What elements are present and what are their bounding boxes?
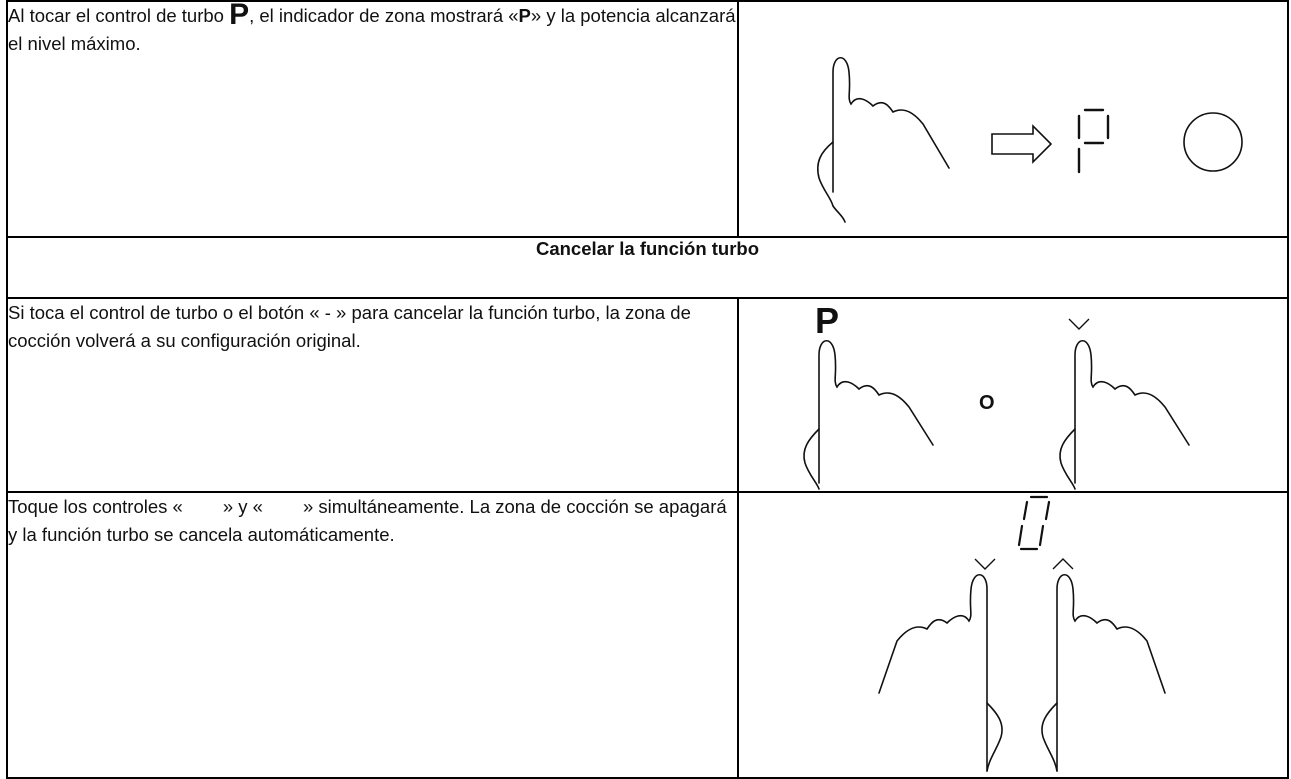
chevron-down-icon bbox=[1068, 318, 1090, 330]
turbo-cancel-figure: P O bbox=[737, 297, 1289, 493]
turbo-off-text: Toque los controles «» y «» simultáneame… bbox=[6, 491, 739, 779]
finger-icon bbox=[803, 339, 934, 490]
turbo-cancel-text: Si toca el control de turbo o el botón «… bbox=[6, 297, 739, 493]
finger-icon bbox=[1059, 339, 1190, 490]
finger-icon bbox=[878, 573, 1003, 772]
turbo-p-symbol: P bbox=[229, 0, 250, 31]
turbo-activate-illustration bbox=[817, 56, 1243, 223]
seven-segment-zero-icon bbox=[1017, 495, 1051, 551]
turbo-p-label: P bbox=[815, 300, 839, 341]
zone-p-symbol: P bbox=[518, 5, 531, 26]
seven-segment-p-icon bbox=[1077, 108, 1110, 174]
row-turbo-activate: Al tocar el control de turbo P, el indic… bbox=[6, 0, 1289, 238]
turbo-activate-text: Al tocar el control de turbo P, el indic… bbox=[6, 0, 739, 238]
turbo-cancel-illustration: P O bbox=[803, 300, 1190, 490]
or-label: O bbox=[979, 392, 995, 414]
row-turbo-cancel: Si toca el control de turbo o el botón «… bbox=[6, 297, 1289, 493]
row-turbo-off: Toque los controles «» y «» simultáneame… bbox=[6, 491, 1289, 779]
turbo-off-figure bbox=[737, 491, 1289, 779]
row-heading: Cancelar la función turbo bbox=[6, 236, 1289, 299]
finger-icon bbox=[817, 56, 950, 223]
chevron-down-icon bbox=[974, 558, 996, 570]
arrow-right-icon bbox=[991, 124, 1053, 164]
section-heading: Cancelar la función turbo bbox=[6, 236, 1289, 299]
finger-icon bbox=[1041, 573, 1166, 772]
turbo-off-illustration bbox=[878, 495, 1166, 772]
instruction-table: Al tocar el control de turbo P, el indic… bbox=[6, 0, 1289, 779]
turbo-activate-figure bbox=[737, 0, 1289, 238]
chevron-up-icon bbox=[1052, 558, 1074, 570]
circle-zone-icon bbox=[1183, 112, 1243, 172]
